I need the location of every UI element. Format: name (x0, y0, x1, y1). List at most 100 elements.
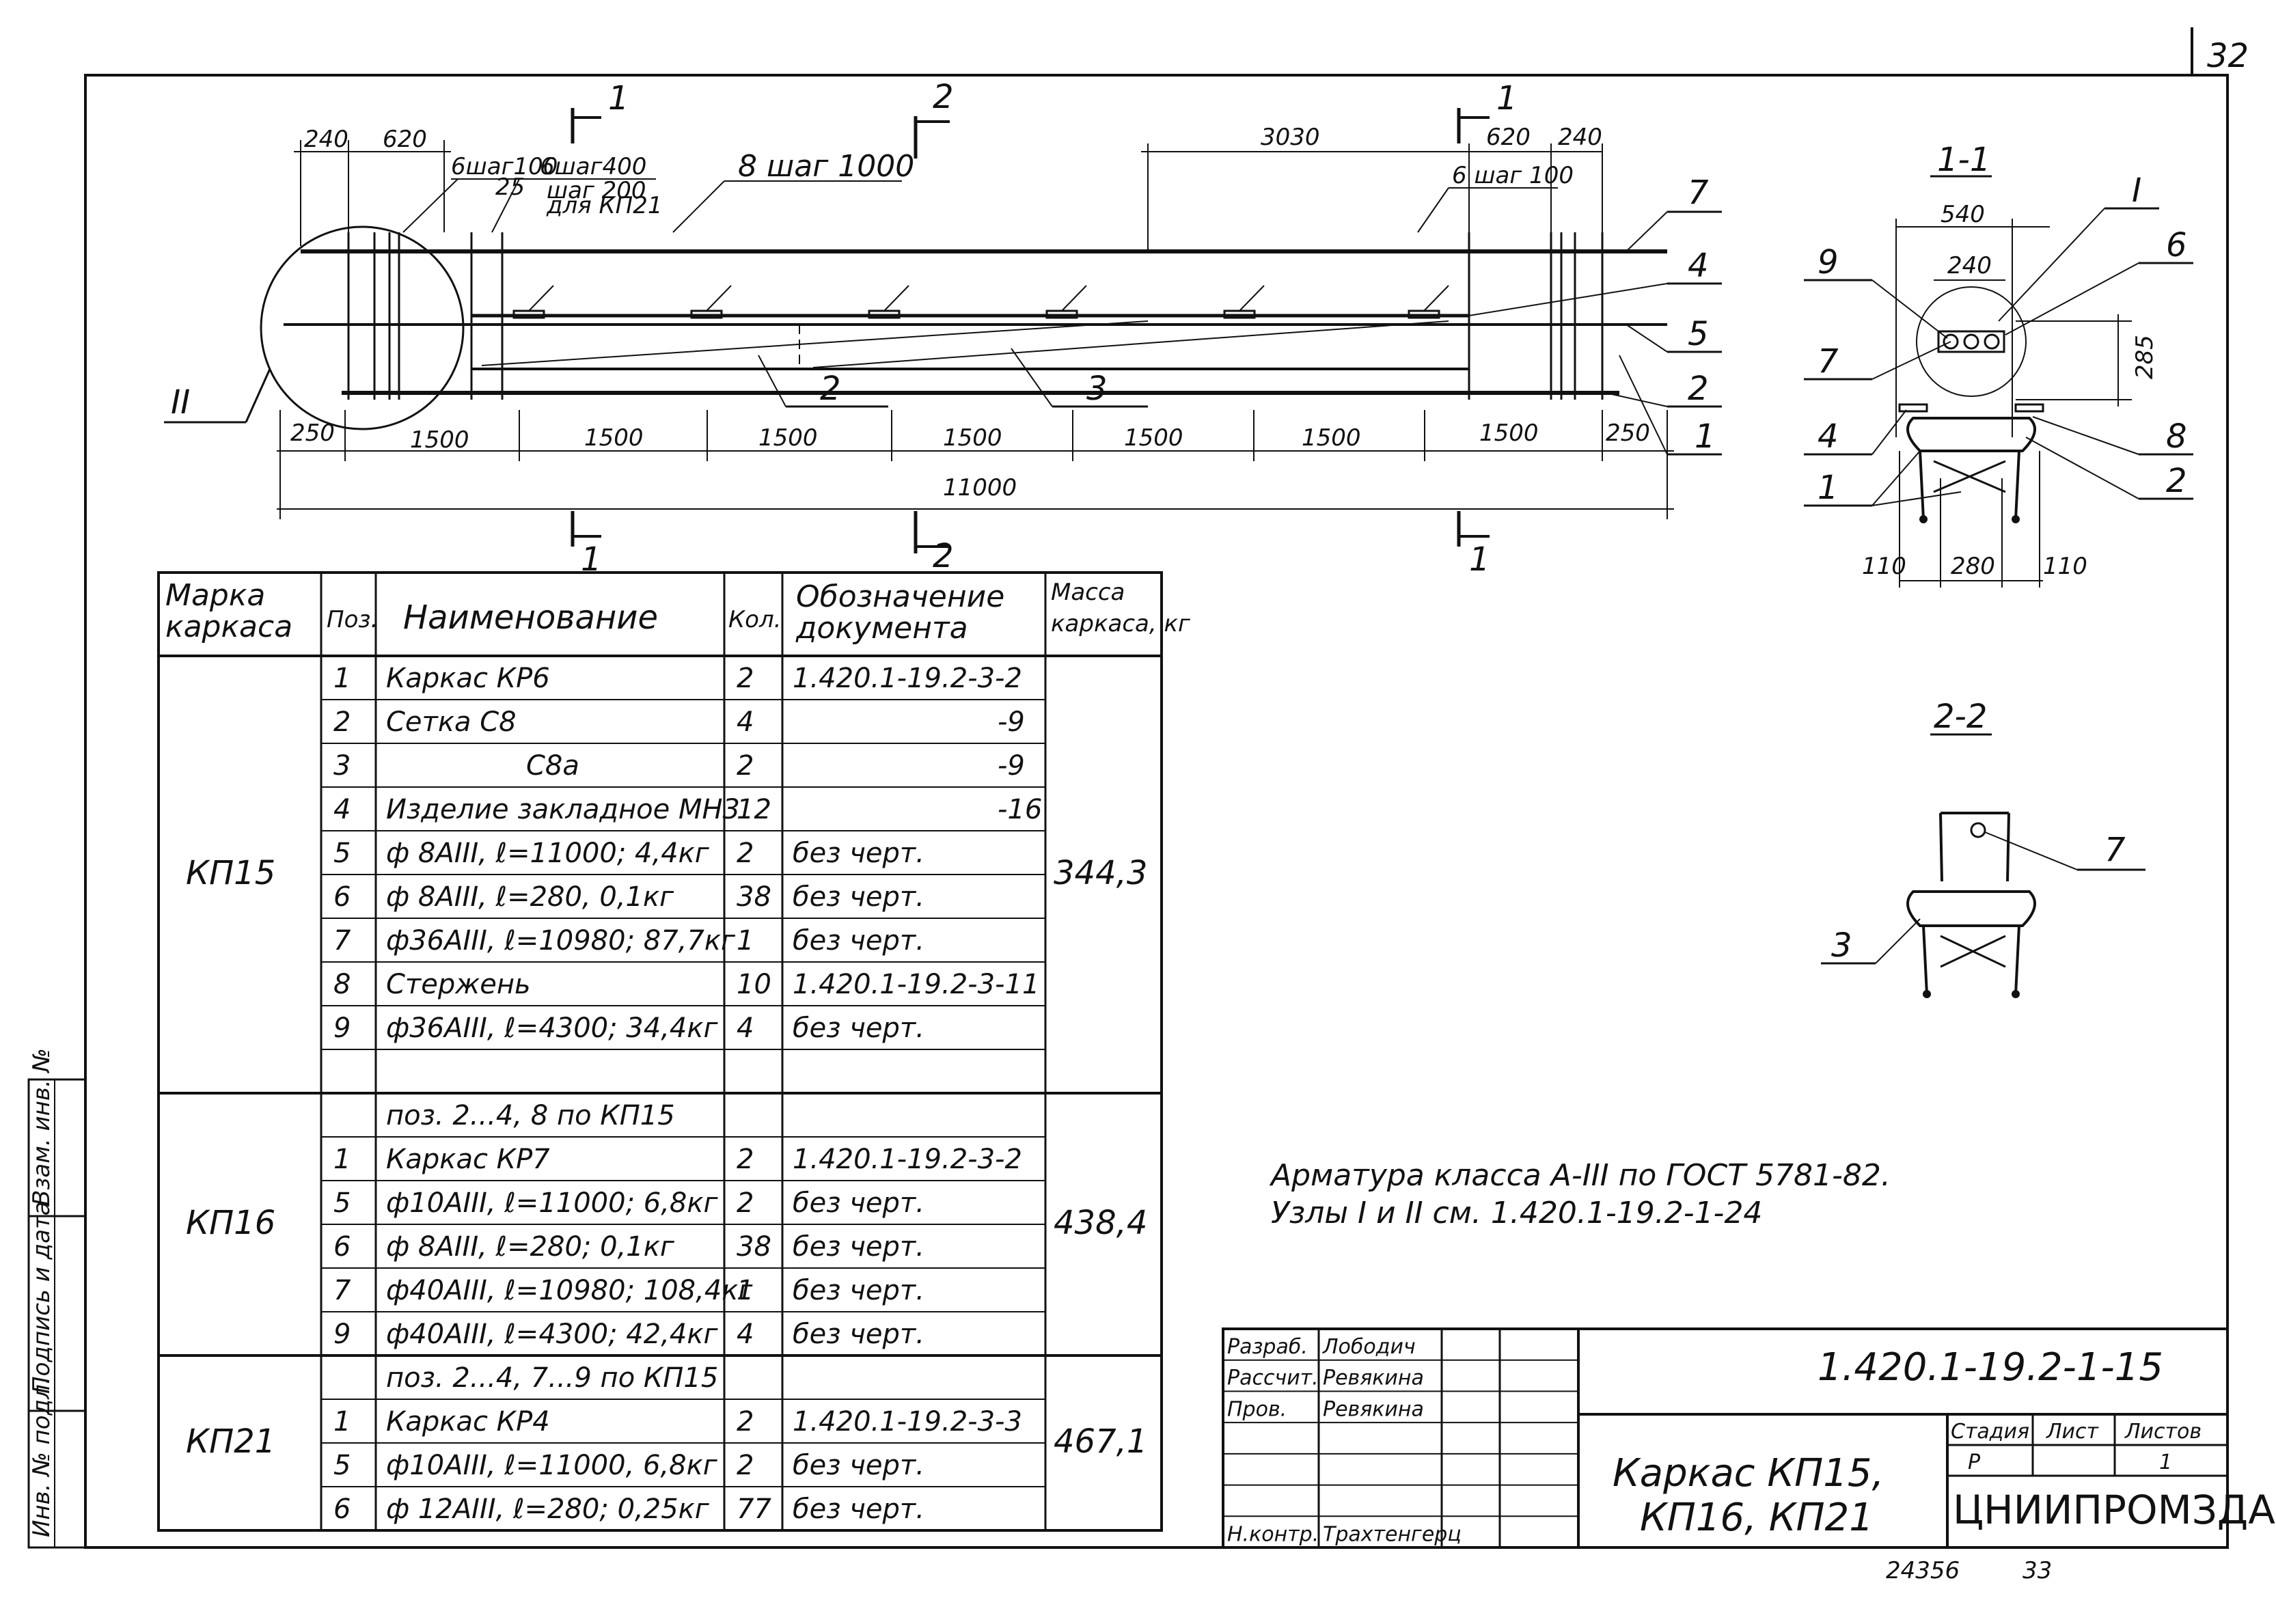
svg-text:2: 2 (933, 537, 954, 575)
cell-pos: 7 (333, 1275, 351, 1306)
general-notes: Арматура класса А-III по ГОСТ 5781-82. У… (1269, 1158, 1891, 1230)
cell-pos: 2 (333, 706, 351, 738)
cell-pos: 6 (333, 881, 351, 913)
cell-pos: 3 (333, 750, 351, 782)
cell-doc: -9 (998, 706, 1025, 738)
cell-name: ф36АIII, ℓ=10980; 87,7кг (386, 925, 736, 956)
svg-text:8: 8 (2166, 417, 2187, 456)
cell-pos: 6 (333, 1494, 351, 1525)
title-block-row: Рассчит.Ревякина (1227, 1366, 1424, 1390)
organization-name: ЦНИИПРОМЗДАНИЙ (1953, 1486, 2276, 1533)
svg-text:285: 285 (2131, 335, 2158, 379)
svg-text:620: 620 (1486, 124, 1531, 151)
svg-text:240: 240 (1558, 124, 1602, 151)
cell-qty: 77 (737, 1494, 771, 1525)
svg-text:7: 7 (1818, 342, 1839, 381)
role: Рассчит. (1227, 1366, 1319, 1390)
svg-text:Стадия: Стадия (1951, 1420, 2029, 1444)
cell-doc: 1.420.1-19.2-3-2 (793, 1144, 1022, 1175)
svg-text:240: 240 (1947, 252, 1992, 279)
svg-text:Листов: Листов (2124, 1420, 2202, 1444)
cell-name: Каркас КР4 (386, 1406, 550, 1437)
cell-name: ф40АIII, ℓ=4300; 42,4кг (386, 1319, 719, 1350)
frame-mark: КП16 (186, 1204, 275, 1242)
svg-text:1500: 1500 (1479, 419, 1539, 447)
svg-text:1: 1 (1496, 79, 1518, 118)
cell-qty: 12 (737, 794, 771, 825)
cell-qty: 2 (737, 1187, 754, 1219)
svg-text:110: 110 (2043, 553, 2087, 580)
role: Пров. (1227, 1397, 1287, 1421)
page-number: 32 (2207, 37, 2249, 75)
cell-pos: 7 (333, 925, 351, 956)
svg-text:540: 540 (1941, 201, 1985, 228)
cell-doc: без черт. (793, 1187, 924, 1219)
cell-name: Каркас КР7 (386, 1144, 550, 1175)
table-row: поз. 2...4, 7...9 по КП15 (386, 1362, 718, 1394)
cell-pos: 1 (333, 1144, 351, 1175)
svg-text:6шаг400: 6шаг400 (540, 153, 646, 180)
svg-text:5: 5 (1688, 315, 1709, 353)
section-1-1: 1-1 540 240 285 110 280 110 (1804, 141, 2193, 588)
svg-text:3030: 3030 (1261, 124, 1320, 151)
cell-pos: 9 (333, 1319, 351, 1350)
cell-name: ф10АIII, ℓ=11000, 6,8кг (386, 1450, 718, 1481)
svg-text:1500: 1500 (943, 424, 1002, 452)
svg-text:7: 7 (1688, 174, 1709, 212)
svg-text:2: 2 (933, 78, 954, 116)
cell-name: Каркас КР6 (386, 663, 550, 694)
cell-name: поз. 2...4, 8 по КП15 (386, 1100, 675, 1131)
person-name: Ревякина (1323, 1397, 1424, 1421)
cell-name: ф 8АIII, ℓ=280, 0,1кг (386, 881, 674, 913)
cell-pos: 6 (333, 1231, 351, 1263)
cell-qty: 4 (737, 706, 754, 738)
cell-doc: без черт. (793, 1494, 924, 1525)
header-name: Наименование (403, 598, 658, 637)
role: Н.контр. (1227, 1522, 1319, 1546)
cell-name: Изделие закладное МН3 (386, 794, 740, 825)
drawing-title-line2: КП16, КП21 (1640, 1496, 1874, 1540)
svg-text:2: 2 (820, 370, 841, 408)
note-nodes-reference: Узлы I и II см. 1.420.1-19.2-1-24 (1271, 1196, 1762, 1230)
svg-text:1500: 1500 (758, 424, 818, 452)
svg-text:6: 6 (2166, 226, 2187, 264)
svg-text:9: 9 (1818, 243, 1839, 281)
svg-text:8 шаг 1000: 8 шаг 1000 (738, 149, 914, 184)
side-stamp: Инв. № подл. Подпись и дата Взам. инв. № (27, 1048, 87, 1549)
cell-name: Стержень (386, 969, 531, 1000)
svg-text:1: 1 (608, 79, 629, 118)
svg-text:Взам. инв. №: Взам. инв. № (28, 1048, 55, 1206)
cell-qty: 2 (737, 838, 754, 869)
cell-doc: 1.420.1-19.2-3-11 (793, 969, 1039, 1000)
svg-text:Подпись и дата: Подпись и дата (28, 1201, 55, 1394)
table-row: 1 Каркас КР7 2 1.420.1-19.2-3-2 (333, 1144, 1022, 1175)
svg-text:2: 2 (1688, 370, 1709, 408)
svg-text:4: 4 (1688, 247, 1709, 285)
svg-text:7: 7 (2104, 831, 2126, 869)
cell-qty: 2 (737, 1144, 754, 1175)
cell-name: поз. 2...4, 7...9 по КП15 (386, 1362, 718, 1394)
bottom-dimensions: 250 1500 1500 1500 1500 1500 1500 1500 2… (277, 410, 1674, 519)
cell-qty: 4 (737, 1319, 754, 1350)
cell-qty: 1 (737, 925, 754, 956)
cell-qty: 2 (737, 750, 754, 782)
cell-pos: 5 (333, 1187, 351, 1219)
node-ii-label: II (171, 383, 190, 422)
title-block-row: Разраб.Лободич (1227, 1335, 1416, 1359)
role: Разраб. (1227, 1335, 1308, 1359)
svg-text:4: 4 (1818, 417, 1839, 456)
svg-text:1500: 1500 (584, 424, 644, 452)
cell-doc: без черт. (793, 1319, 924, 1350)
header-pos: Поз. (327, 606, 378, 633)
person-name: Трахтенгерц (1323, 1522, 1462, 1546)
table-row: поз. 2...4, 8 по КП15 (386, 1100, 675, 1131)
